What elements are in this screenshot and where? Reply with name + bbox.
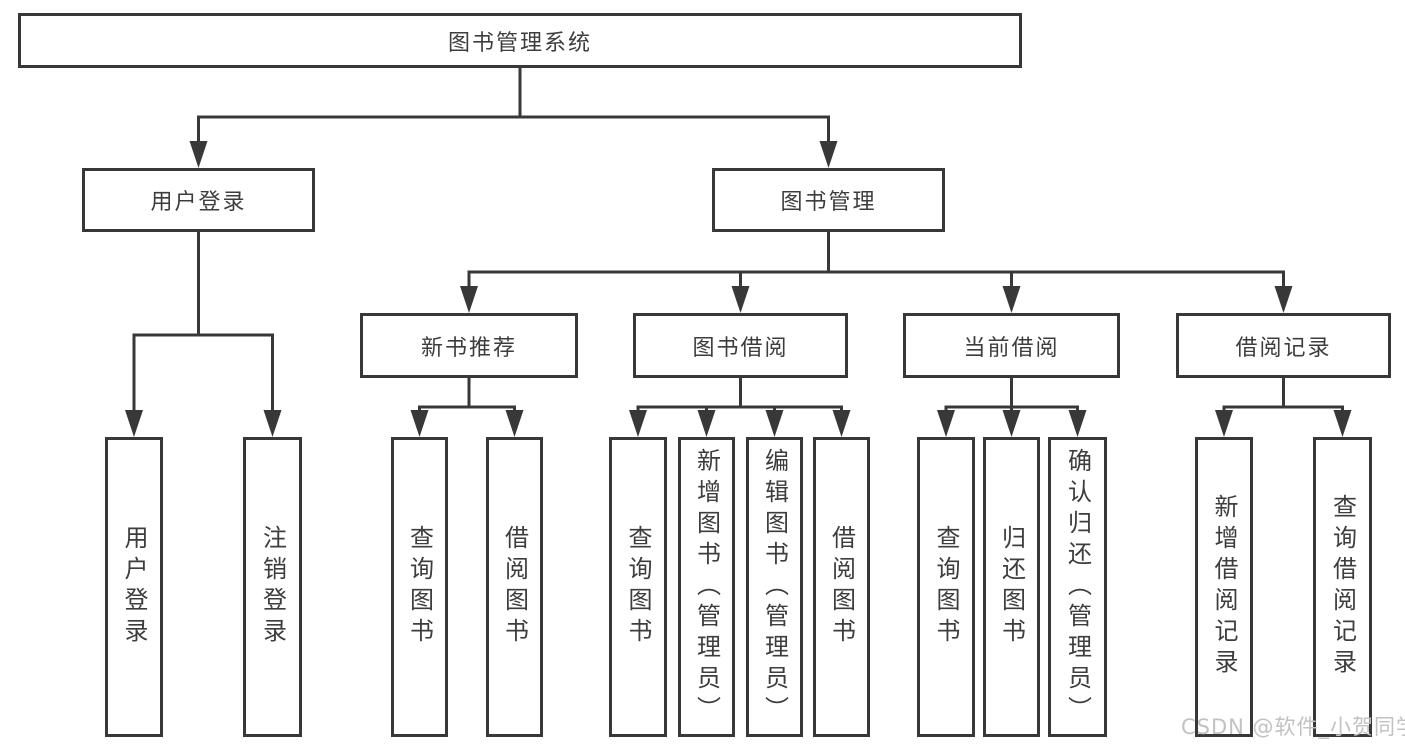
node-book-borrow-label: 图书借阅 <box>692 335 789 361</box>
node-leaf-borrow-edit-book-admin-label: 编辑图书（管理员） <box>760 447 789 727</box>
arrow-down-icon <box>125 410 143 437</box>
arrow-down-icon <box>819 141 838 168</box>
arrow-down-icon <box>263 410 282 437</box>
node-leaf-recommend-borrow-book-label: 借阅图书 <box>500 525 529 649</box>
arrow-down-icon <box>937 410 955 437</box>
node-current-borrow: 当前借阅 <box>903 313 1120 378</box>
node-leaf-record-query-borrow-record-label: 查询借阅记录 <box>1328 494 1357 680</box>
node-book-management-label: 图书管理 <box>780 190 877 215</box>
node-leaf-borrow-query-book-label: 查询图书 <box>624 525 652 649</box>
node-current-borrow-label: 当前借阅 <box>963 335 1060 361</box>
arrow-down-icon <box>1002 286 1021 313</box>
node-leaf-recommend-query-book: 查询图书 <box>391 437 448 737</box>
node-leaf-recommend-query-book-label: 查询图书 <box>405 525 434 649</box>
node-leaf-borrow-query-book: 查询图书 <box>609 437 667 737</box>
node-leaf-logout: 注销登录 <box>243 437 302 737</box>
node-new-book-recommend: 新书推荐 <box>360 313 578 378</box>
node-leaf-user-login: 用户登录 <box>105 437 163 737</box>
node-leaf-borrow-add-book-admin: 新增图书（管理员） <box>678 437 735 737</box>
arrow-down-icon <box>1068 410 1087 437</box>
node-borrow-record: 借阅记录 <box>1176 313 1391 378</box>
arrow-down-icon <box>1333 410 1352 437</box>
arrow-down-icon <box>1002 410 1021 437</box>
node-leaf-recommend-borrow-book: 借阅图书 <box>486 437 543 737</box>
node-leaf-logout-label: 注销登录 <box>258 525 287 649</box>
node-leaf-record-add-borrow-record-label: 新增借阅记录 <box>1210 494 1238 680</box>
arrow-down-icon <box>189 141 208 168</box>
arrow-down-icon <box>832 410 851 437</box>
node-borrow-record-label: 借阅记录 <box>1235 335 1332 361</box>
node-leaf-record-add-borrow-record: 新增借阅记录 <box>1195 437 1253 737</box>
node-leaf-borrow-add-book-admin-label: 新增图书（管理员） <box>692 447 721 727</box>
node-user-login-label: 用户登录 <box>150 190 247 215</box>
node-leaf-borrow-borrow-book: 借阅图书 <box>813 437 870 737</box>
node-leaf-current-query-book-label: 查询图书 <box>932 525 960 649</box>
arrow-down-icon <box>629 410 647 437</box>
node-user-login: 用户登录 <box>82 168 315 232</box>
node-book-borrow: 图书借阅 <box>633 313 848 378</box>
node-leaf-current-return-book: 归还图书 <box>983 437 1040 737</box>
csdn-watermark: CSDN @软件_小贺同学 <box>1181 715 1405 739</box>
node-book-management: 图书管理 <box>712 168 945 232</box>
node-leaf-current-confirm-return-admin-label: 确认归还（管理员） <box>1063 447 1092 727</box>
arrow-down-icon <box>410 410 429 437</box>
arrow-down-icon <box>731 286 750 313</box>
node-root-label: 图书管理系统 <box>447 30 592 56</box>
node-leaf-current-return-book-label: 归还图书 <box>997 525 1026 649</box>
node-root: 图书管理系统 <box>18 13 1022 68</box>
node-leaf-record-query-borrow-record: 查询借阅记录 <box>1313 437 1372 737</box>
arrow-down-icon <box>505 410 524 437</box>
arrow-down-icon <box>765 410 784 437</box>
arrow-down-icon <box>460 286 478 313</box>
node-leaf-current-query-book: 查询图书 <box>917 437 975 737</box>
node-leaf-borrow-borrow-book-label: 借阅图书 <box>827 525 856 649</box>
node-leaf-current-confirm-return-admin: 确认归还（管理员） <box>1048 437 1107 737</box>
node-leaf-user-login-label: 用户登录 <box>120 525 148 649</box>
arrow-down-icon <box>1274 286 1293 313</box>
arrow-down-icon <box>697 410 716 437</box>
node-new-book-recommend-label: 新书推荐 <box>420 335 517 361</box>
arrow-down-icon <box>1215 410 1233 437</box>
node-leaf-borrow-edit-book-admin: 编辑图书（管理员） <box>746 437 803 737</box>
